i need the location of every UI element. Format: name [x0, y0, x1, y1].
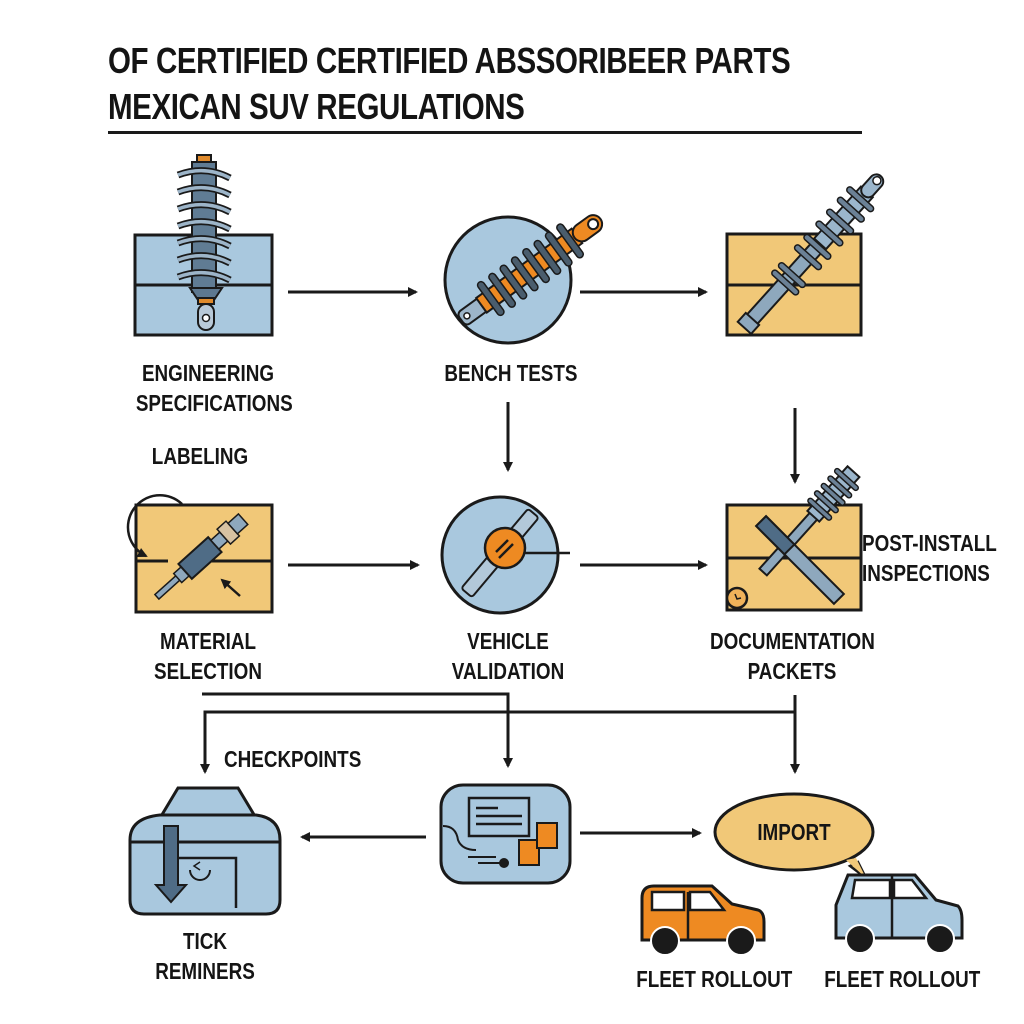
label-line: PACKETS: [747, 658, 837, 684]
label-tick-reminders: TICK REMINERS: [152, 926, 259, 986]
bench-tests-icon: [443, 214, 604, 345]
label-line: POST-INSTALL: [862, 530, 997, 556]
label-line: IMPORT: [757, 819, 831, 845]
install-shock-icon: [725, 173, 885, 337]
label-material-selection: MATERIAL SELECTION: [144, 626, 272, 686]
process-document-icon: [439, 783, 572, 885]
label-line: ENGINEERING: [141, 360, 275, 386]
orange-car-icon: [640, 884, 766, 956]
material-selection-icon: [126, 493, 274, 614]
blue-car-icon: [834, 873, 964, 954]
engineering-specifications-icon: [133, 154, 274, 337]
label-documentation-packets: DOCUMENTATION PACKETS: [710, 626, 875, 686]
label-line: VEHICLE: [467, 628, 549, 654]
label-fleet-rollout-2: FLEET ROLLOUT: [824, 964, 981, 994]
label-post-install-inspections: POST-INSTALL INSPECTIONS: [862, 528, 997, 588]
vehicle-validation-icon: [440, 495, 570, 615]
label-line: DOCUMENTATION: [710, 628, 875, 654]
label-engineering-specifications: ENGINEERING SPECIFICATIONS: [135, 358, 293, 418]
label-line: LABELING: [151, 443, 249, 469]
label-line: BENCH TESTS: [444, 360, 578, 386]
label-line: MATERIAL: [159, 628, 257, 654]
label-fleet-rollout-1: FLEET ROLLOUT: [636, 964, 793, 994]
tick-reminders-icon: [128, 786, 282, 916]
documentation-packets-icon: [725, 464, 863, 612]
label-line: SPECIFICATIONS: [135, 390, 293, 416]
label-labeling: LABELING: [151, 441, 249, 471]
label-import: IMPORT: [745, 817, 843, 847]
label-bench-tests: BENCH TESTS: [444, 358, 578, 388]
label-line: TICK: [182, 928, 227, 954]
diagram-title-line1: OF CERTIFIED CERTIFIED ABSSORIBEER PARTS: [108, 40, 791, 81]
label-line: VALIDATION: [451, 658, 565, 684]
label-checkpoints: CHECKPOINTS: [224, 744, 362, 774]
label-line: FLEET ROLLOUT: [636, 966, 793, 992]
diagram-title-line2: MEXICAN SUV REGULATIONS: [108, 86, 525, 127]
label-line: CHECKPOINTS: [224, 746, 362, 772]
label-vehicle-validation: VEHICLE VALIDATION: [442, 626, 573, 686]
label-line: FLEET ROLLOUT: [824, 966, 981, 992]
title-underline: [108, 131, 862, 134]
label-line: INSPECTIONS: [862, 560, 990, 586]
label-line: REMINERS: [155, 958, 255, 984]
label-line: SELECTION: [154, 658, 262, 684]
